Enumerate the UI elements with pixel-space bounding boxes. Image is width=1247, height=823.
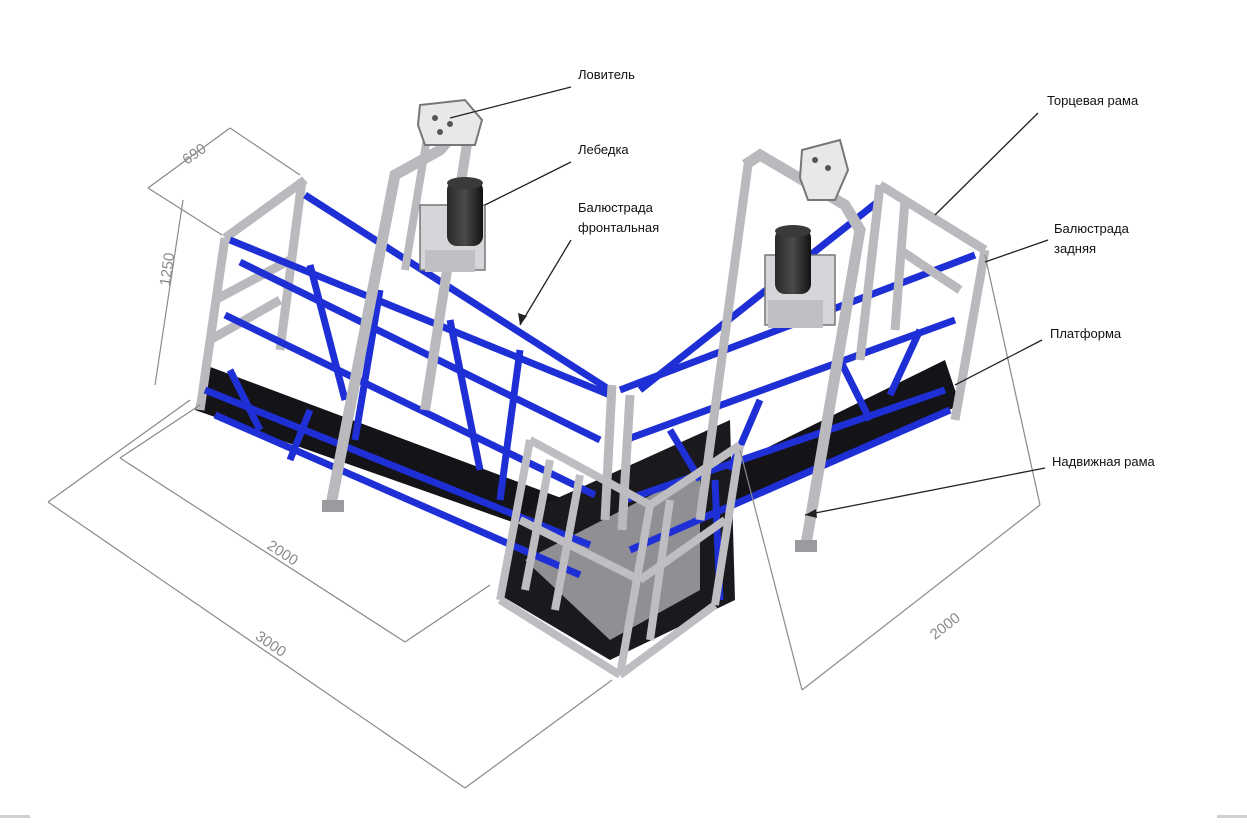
- label-winch: Лебедка: [578, 142, 629, 157]
- right-end-frame: [855, 181, 990, 421]
- dim-length-right: 2000: [927, 609, 964, 643]
- label-front-balustrade-line2: фронтальная: [578, 220, 660, 235]
- label-platform: Платформа: [1050, 326, 1122, 341]
- dimension-lines: [47, 127, 1041, 789]
- corner-mark-left: [0, 815, 30, 818]
- right-hoist-mast: [695, 148, 866, 552]
- leader-lines: [449, 86, 1049, 516]
- corner-mark-right: [1217, 815, 1247, 818]
- dim-length-inner: 2000: [264, 537, 301, 569]
- right-catcher-device: [798, 138, 850, 201]
- label-rear-balustrade: Балюстрада задняя: [1054, 219, 1129, 259]
- dim-length-total: 3000: [252, 628, 289, 661]
- sliding-frame-gate: [496, 436, 744, 679]
- left-winch-motor: [419, 177, 486, 272]
- dim-height: 1250: [157, 252, 178, 287]
- label-front-balustrade: Балюстрада фронтальная: [578, 198, 659, 238]
- label-front-balustrade-line1: Балюстрада: [578, 200, 653, 215]
- label-sliding-frame: Надвижная рама: [1052, 454, 1155, 469]
- label-end-frame: Торцевая рама: [1047, 93, 1139, 108]
- label-rear-balustrade-line1: Балюстрада: [1054, 221, 1129, 236]
- leader-arrowheads: [518, 313, 817, 518]
- label-catcher: Ловитель: [578, 67, 635, 82]
- corner-post: [600, 384, 635, 531]
- left-catcher-device: [416, 98, 484, 146]
- label-rear-balustrade-line2: задняя: [1054, 241, 1097, 256]
- right-winch-motor: [764, 225, 836, 328]
- dim-width-end: 690: [179, 140, 209, 168]
